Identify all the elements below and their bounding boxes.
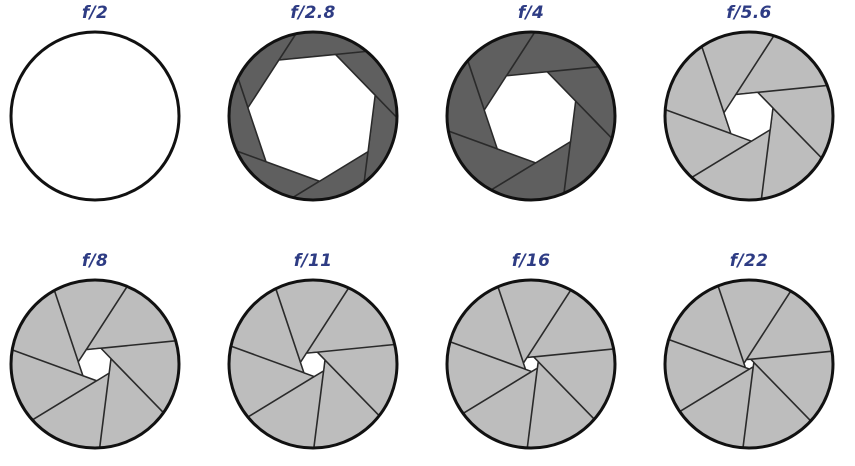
blade-edge (299, 287, 350, 363)
blade-edge (717, 285, 747, 368)
lens-opening (299, 351, 326, 378)
aperture-ring (227, 30, 399, 202)
aperture-cell-f11: f/11 (218, 248, 408, 463)
aperture-f8 (9, 278, 181, 450)
blade-edge (743, 290, 792, 364)
aperture-label: f/4 (517, 3, 545, 23)
blade-edge (497, 286, 527, 370)
aperture-label: f/16 (511, 251, 551, 271)
aperture-ring (9, 278, 181, 450)
aperture-f2-8 (227, 30, 399, 202)
aperture-ring (445, 278, 617, 450)
lens-opening (9, 30, 181, 202)
aperture-label: f/5.6 (726, 3, 772, 23)
blade-edge (522, 289, 572, 364)
lens-opening (743, 358, 755, 370)
blade-edge (275, 288, 305, 374)
lens-opening (77, 347, 112, 382)
blade-edge (449, 340, 533, 373)
aperture-ring (663, 278, 835, 450)
aperture-f16 (445, 278, 617, 450)
blade-edge (306, 343, 395, 355)
aperture-ring (227, 278, 399, 450)
aperture-cell-f8: f/8 (0, 248, 190, 463)
aperture-cell-f5-6: f/5.6 (654, 0, 844, 215)
blade-edge (313, 359, 326, 449)
blade-edge (316, 351, 380, 417)
aperture-cell-f16: f/16 (436, 248, 626, 463)
blade-edge (679, 366, 754, 413)
blade-edge (526, 348, 614, 359)
aperture-label: f/2 (81, 3, 109, 23)
lens-opening (247, 53, 376, 182)
aperture-cell-f22: f/22 (654, 248, 844, 463)
aperture-cell-f4: f/4 (436, 0, 626, 215)
aperture-f22 (663, 278, 835, 450)
lens-opening (483, 71, 577, 164)
aperture-ring (663, 30, 835, 202)
blade-edge (230, 345, 315, 378)
aperture-f4 (445, 30, 617, 202)
blade-edge (746, 350, 833, 361)
lens-opening (522, 356, 539, 373)
aperture-f2 (9, 30, 181, 202)
blade-edge (668, 338, 750, 370)
aperture-f11 (227, 278, 399, 450)
blade-edge (742, 362, 755, 448)
aperture-cell-f2-8: f/2.8 (218, 0, 408, 215)
blade-edge (750, 358, 812, 422)
blade-edge (526, 361, 539, 449)
aperture-f5-6 (663, 30, 835, 202)
blade-edge (247, 370, 324, 418)
aperture-label: f/11 (293, 251, 333, 271)
aperture-ring (445, 30, 617, 202)
aperture-label: f/8 (81, 251, 109, 271)
lens-opening (723, 91, 774, 142)
blade-edge (533, 356, 595, 420)
aperture-label: f/2.8 (290, 3, 336, 23)
blade-edge (462, 367, 538, 415)
aperture-label: f/22 (729, 251, 769, 271)
aperture-cell-f2: f/2 (0, 0, 190, 215)
